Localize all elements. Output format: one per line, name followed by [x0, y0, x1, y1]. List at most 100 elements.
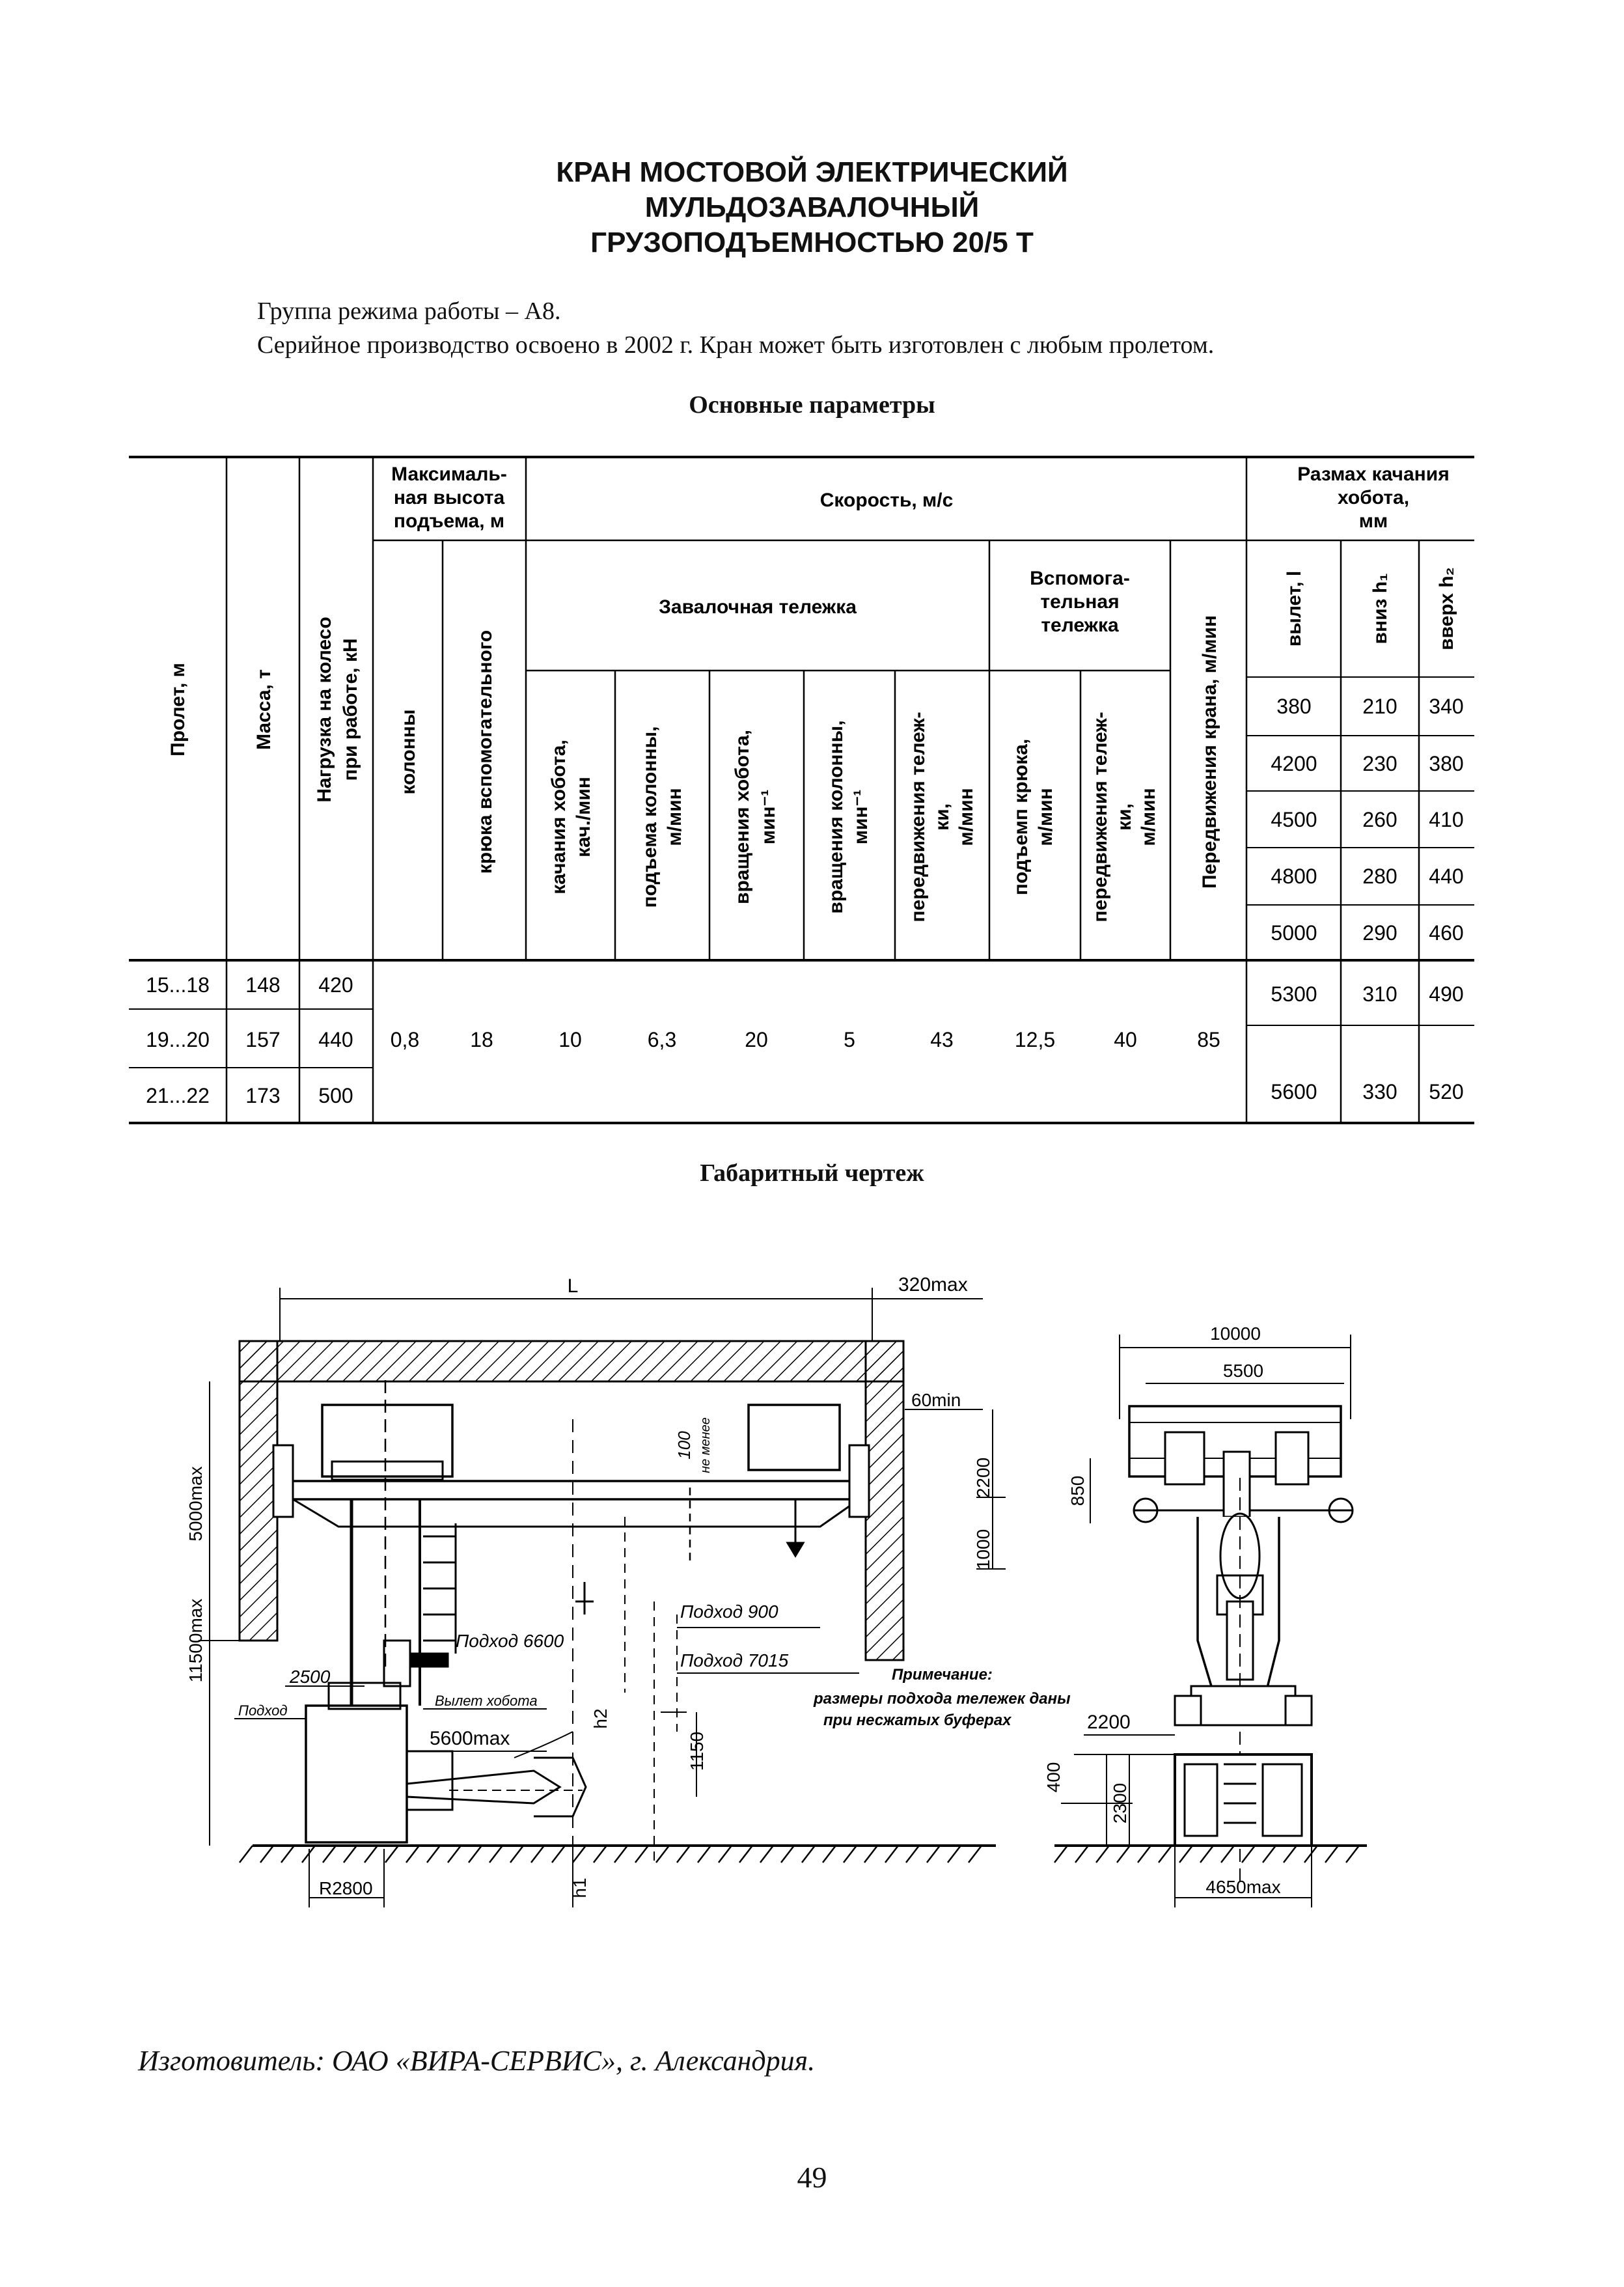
manufacturer-footer: Изготовитель: ОАО «ВИРА-СЕРВИС», г. Алек…: [138, 2045, 816, 2077]
swing-down-0: 210: [1362, 695, 1397, 718]
val-column-lift: 6,3: [648, 1028, 676, 1051]
header-swing-1: Размах качания: [1297, 464, 1449, 485]
swing-reach-3: 4800: [1271, 865, 1317, 888]
col-load-2: при работе, кН: [340, 638, 361, 781]
trunk-reach-label: Вылет хобота: [435, 1693, 538, 1709]
swing-down-3: 280: [1362, 865, 1397, 888]
row-1-span: 19...20: [146, 1028, 210, 1051]
approach-900: Подход 900: [680, 1601, 778, 1622]
header-swing-2: хобота,: [1338, 487, 1409, 508]
swing-down-2: 260: [1362, 808, 1397, 831]
swing-reach-5: 5300: [1271, 982, 1317, 1006]
approach-7015: Подход 7015: [680, 1650, 789, 1670]
dim-2200: 2200: [973, 1458, 993, 1498]
dim-L: L: [568, 1275, 579, 1297]
col-swing-rate-2: кач./мин: [573, 777, 594, 857]
note-title: Примечание:: [892, 1666, 993, 1684]
dim-320max: 320max: [898, 1274, 968, 1296]
dim-60min: 60min: [911, 1390, 961, 1410]
row-1-load: 440: [318, 1028, 353, 1051]
col-column-rot-1: вращения колонны,: [825, 720, 847, 913]
row-2-mass: 173: [245, 1084, 280, 1107]
col-up: вверх h₂: [1436, 567, 1457, 650]
swing-down-6: 330: [1362, 1080, 1397, 1103]
row-2-load: 500: [318, 1084, 353, 1107]
page-number: 49: [797, 2161, 827, 2194]
row-2-span: 21...22: [146, 1084, 210, 1107]
col-trolley-travel-2: ки,: [931, 803, 953, 831]
swing-reach-0: 380: [1276, 695, 1311, 718]
dim-11500max: 11500max: [186, 1599, 206, 1683]
swing-up-5: 490: [1429, 982, 1463, 1006]
col-span: Пролет, м: [167, 663, 189, 756]
header-max-height-2: ная высота: [394, 487, 505, 508]
note-line-2: при несжатых буферах: [823, 1712, 1012, 1729]
col-column-rot-2: мин⁻¹: [850, 790, 872, 845]
title-line-3: ГРУЗОПОДЪЕМНОСТЬЮ 20/5 Т: [590, 227, 1034, 258]
drawing-heading: Габаритный чертеж: [700, 1159, 924, 1187]
dim-5000max: 5000max: [186, 1466, 206, 1541]
col-column-lift-1: подъема колонны,: [639, 726, 661, 908]
swing-reach-1: 4200: [1271, 752, 1317, 775]
approach-label: Подход: [238, 1702, 288, 1719]
dim-2200-side: 2200: [1087, 1712, 1131, 1733]
header-aux-trolley-2: тельная: [1040, 591, 1119, 613]
dim-5500: 5500: [1223, 1361, 1263, 1381]
val-hook-lift: 12,5: [1015, 1028, 1055, 1051]
duty-group-line: Группа режима работы – А8.: [257, 298, 561, 325]
val-aux-hook-height: 18: [470, 1028, 493, 1051]
col-aux-travel-2: ки,: [1114, 803, 1135, 831]
header-max-height-1: Максималь-: [391, 464, 507, 485]
col-trunk-rot-1: вращения хобота,: [732, 730, 753, 904]
title-line-1: КРАН МОСТОВОЙ ЭЛЕКТРИЧЕСКИЙ: [556, 156, 1068, 188]
val-trolley-travel: 43: [930, 1028, 954, 1051]
col-hook-lift-2: м/мин: [1035, 788, 1056, 846]
dim-h2: h2: [590, 1708, 611, 1728]
swing-up-4: 460: [1429, 921, 1463, 945]
val-column-rot: 5: [844, 1028, 855, 1051]
col-aux-hook: крюка вспомогательного: [475, 630, 496, 874]
col-trolley-travel-3: м/мин: [956, 788, 977, 846]
col-trunk-rot-2: мин⁻¹: [758, 790, 779, 845]
header-swing-3: мм: [1359, 510, 1388, 532]
col-down: вниз h₁: [1369, 574, 1391, 645]
val-trunk-rot: 20: [745, 1028, 768, 1051]
dim-5600max: 5600max: [430, 1728, 510, 1749]
intro-text: Группа режима работы – А8. Серийное прои…: [257, 294, 1214, 362]
dim-R2800: R2800: [319, 1878, 373, 1898]
header-aux-trolley-1: Вспомога-: [1030, 568, 1130, 589]
dim-ne-menee: не менее: [698, 1417, 713, 1473]
swing-reach-6: 5600: [1271, 1080, 1317, 1103]
params-heading: Основные параметры: [689, 391, 935, 419]
row-1-mass: 157: [245, 1028, 280, 1051]
document-title: КРАН МОСТОВОЙ ЭЛЕКТРИЧЕСКИЙ МУЛЬДОЗАВАЛО…: [0, 155, 1624, 260]
col-aux-travel-1: передвижения тележ-: [1090, 712, 1111, 922]
val-swing-rate: 10: [558, 1028, 582, 1051]
dim-100: 100: [674, 1431, 694, 1460]
production-line: Серийное производство освоено в 2002 г. …: [257, 331, 1215, 359]
dim-850: 850: [1067, 1476, 1088, 1506]
header-max-height-3: подъема, м: [394, 510, 504, 532]
approach-6600: Подход 6600: [456, 1631, 564, 1651]
swing-up-3: 440: [1429, 865, 1463, 888]
col-swing-rate-1: качания хобота,: [548, 740, 570, 894]
col-mass: Масса, т: [253, 669, 275, 750]
swing-down-1: 230: [1362, 752, 1397, 775]
col-aux-travel-3: м/мин: [1138, 788, 1159, 846]
swing-up-2: 410: [1429, 808, 1463, 831]
col-column: колонны: [398, 709, 419, 794]
swing-reach-2: 4500: [1271, 808, 1317, 831]
swing-up-1: 380: [1429, 752, 1463, 775]
header-aux-trolley-3: тележка: [1041, 615, 1119, 636]
swing-reach-4: 5000: [1271, 921, 1317, 945]
dim-4650max: 4650max: [1205, 1877, 1280, 1897]
note-line-1: размеры подхода тележек даны: [813, 1690, 1071, 1708]
title-line-2: МУЛЬДОЗАВАЛОЧНЫЙ: [644, 191, 980, 223]
swing-up-6: 520: [1429, 1080, 1463, 1103]
val-column-height: 0,8: [391, 1028, 419, 1051]
row-0-load: 420: [318, 973, 353, 997]
col-load-1: Нагрузка на колесо: [314, 617, 335, 802]
swing-down-5: 310: [1362, 982, 1397, 1006]
